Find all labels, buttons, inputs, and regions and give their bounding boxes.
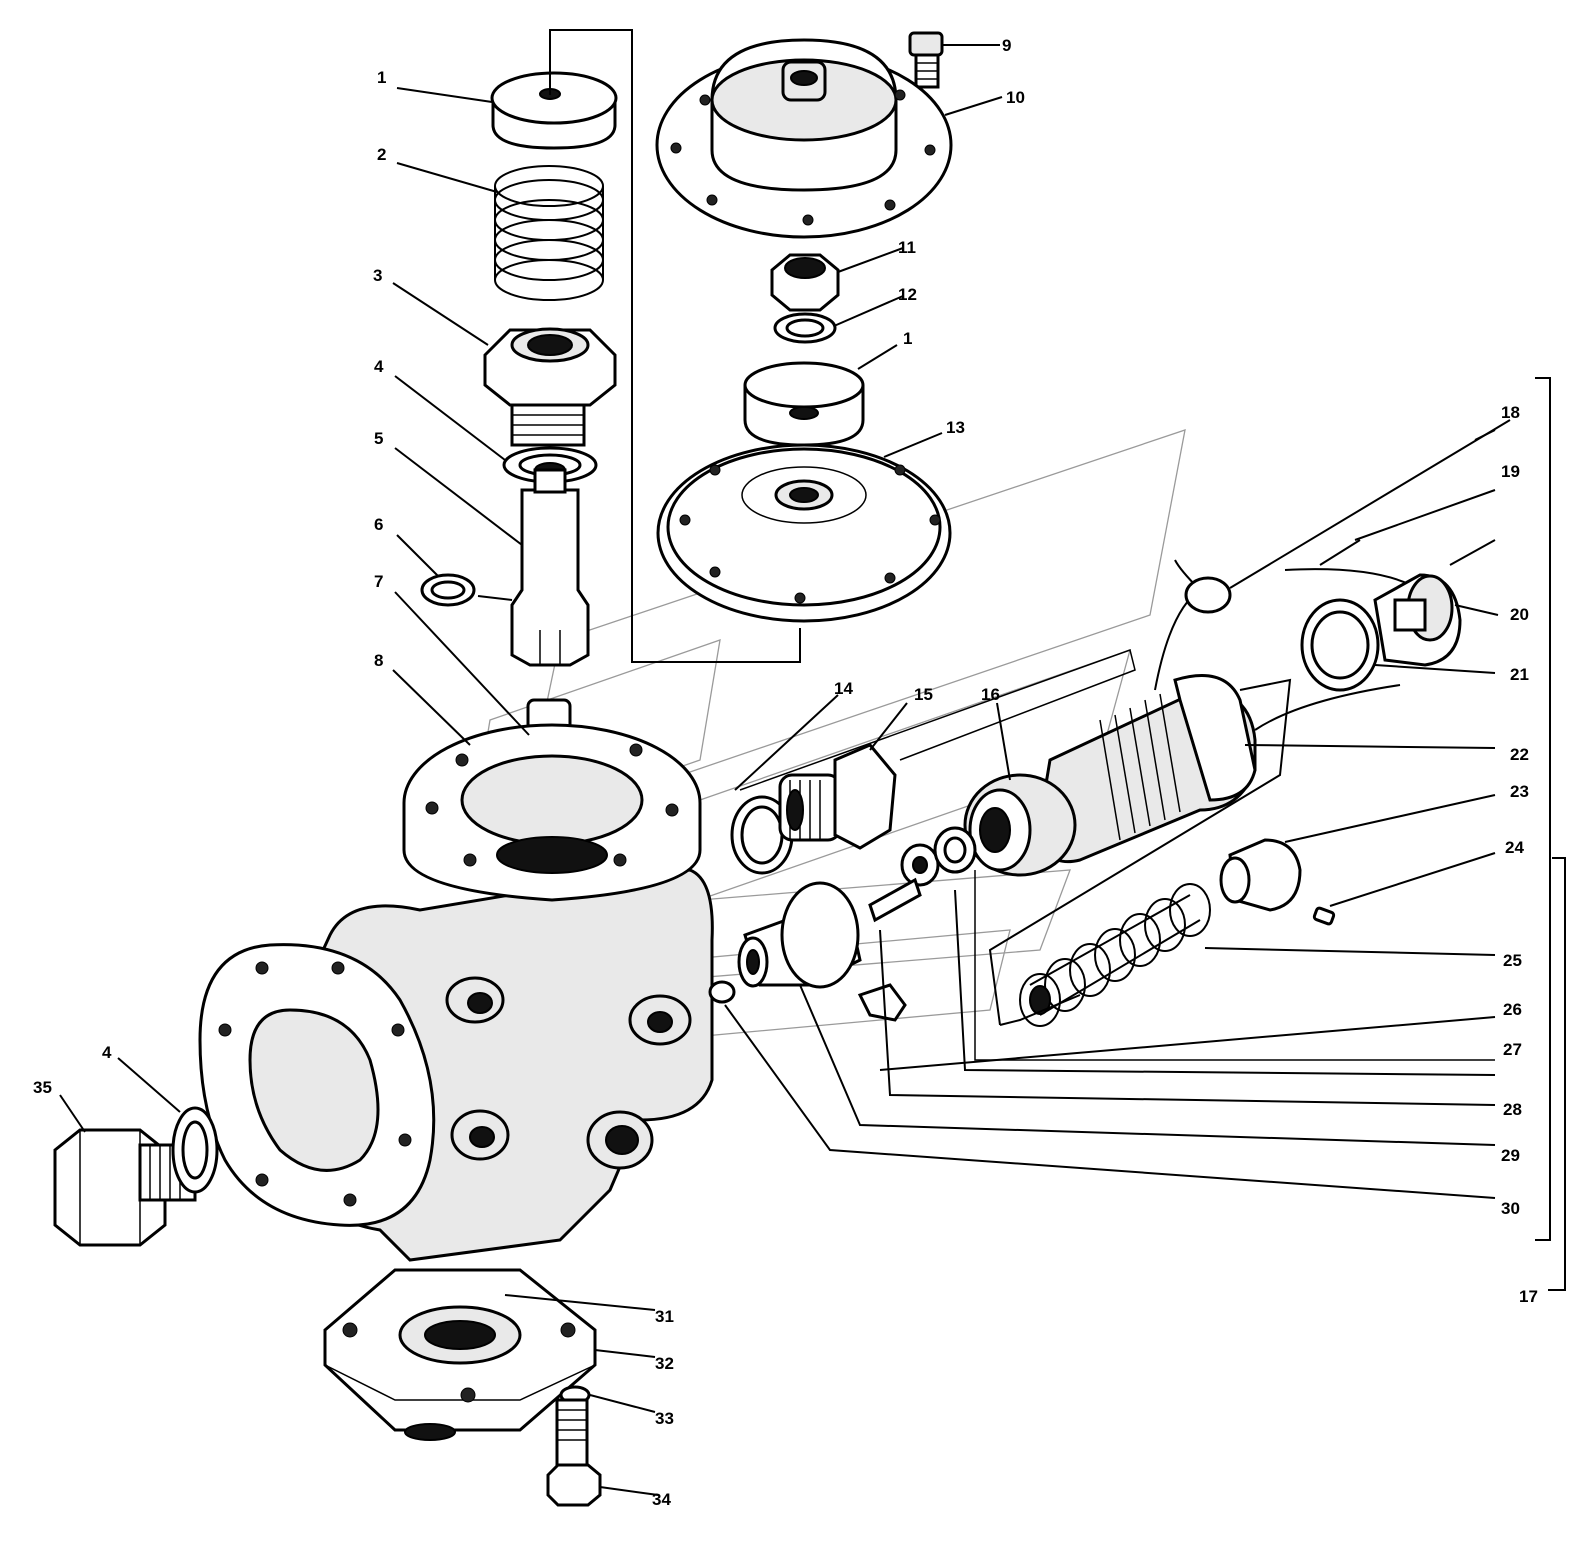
callout-20: 20	[1510, 605, 1529, 624]
part-cup-1b	[743, 361, 865, 447]
part-nut-11	[770, 253, 840, 312]
callout-32: 32	[655, 1354, 674, 1373]
callout-35: 35	[33, 1078, 52, 1097]
callout-7: 7	[374, 572, 383, 591]
part-pin-28	[868, 877, 922, 923]
callout-17: 17	[1519, 1287, 1538, 1306]
part-bolt-34	[546, 1398, 602, 1507]
callout-15: 15	[914, 685, 933, 704]
callout-28: 28	[1503, 1100, 1522, 1119]
part-pin-24	[1312, 906, 1336, 926]
part-spring-25	[1019, 883, 1211, 1027]
callout-8: 8	[374, 651, 383, 670]
part-stem-5	[510, 462, 590, 667]
callout-14: 14	[834, 679, 853, 698]
part-cap-1	[490, 71, 618, 150]
subassembly-box-a	[988, 678, 1292, 1026]
part-washer-12	[773, 312, 837, 344]
callout-1: 1	[377, 68, 386, 87]
part-cap-20	[1373, 573, 1462, 667]
subassembly-box-b	[999, 994, 1081, 1026]
callout-3: 3	[373, 266, 382, 285]
callout-4b: 4	[102, 1043, 112, 1062]
part-piston-29	[737, 881, 862, 989]
callout-1b: 1	[903, 329, 912, 348]
callout-10: 10	[1006, 88, 1025, 107]
callout-16: 16	[981, 685, 1000, 704]
part-bush-26	[857, 983, 907, 1022]
callout-2: 2	[377, 145, 386, 164]
part-plug-30	[708, 980, 736, 1004]
callout-30: 30	[1501, 1199, 1520, 1218]
part-valve-body-16	[963, 674, 1257, 877]
part-nut-23	[1219, 838, 1302, 912]
subassembly-box-d	[974, 870, 1495, 1061]
callout-24: 24	[1505, 838, 1524, 857]
callout-21: 21	[1510, 665, 1529, 684]
callout-6: 6	[374, 515, 383, 534]
part-seat-27	[900, 826, 977, 887]
callout-18: 18	[1501, 403, 1520, 422]
part-diaphragm-13	[656, 443, 952, 623]
part-washer-4b	[171, 1106, 219, 1194]
part-screw-9	[908, 31, 944, 89]
callout-5: 5	[374, 429, 383, 448]
part-housing-8	[198, 723, 714, 1262]
callout-25: 25	[1503, 951, 1522, 970]
callout-12: 12	[898, 285, 917, 304]
part-cover-10	[655, 38, 953, 239]
part-ring-6	[420, 573, 513, 607]
callout-22: 22	[1510, 745, 1529, 764]
group-bracket-17-upper	[1535, 377, 1551, 1241]
part-nut-3	[483, 327, 617, 447]
subassembly-box-c	[739, 649, 1136, 791]
part-gasket-21	[1300, 598, 1380, 692]
callout-13: 13	[946, 418, 965, 437]
callout-34: 34	[652, 1490, 671, 1509]
part-tag-18	[1154, 419, 1511, 691]
callout-9: 9	[1002, 36, 1011, 55]
callout-27: 27	[1503, 1040, 1522, 1059]
assembly-bracket-1-13	[549, 29, 801, 663]
callout-29: 29	[1501, 1146, 1520, 1165]
callout-4: 4	[374, 357, 384, 376]
callout-labels: 1 2 3 4 5 6 7 8 9 10 11 12 1 13 14 15 16…	[33, 36, 1538, 1509]
part-spring-2	[494, 165, 604, 301]
callout-11: 11	[898, 238, 916, 257]
part-flange-32	[323, 1268, 597, 1441]
group-bracket-17-lower	[1548, 857, 1566, 1291]
part-fitting-15	[778, 743, 897, 850]
callout-31: 31	[655, 1307, 674, 1326]
leader-lines	[59, 44, 1499, 1496]
callout-26: 26	[1503, 1000, 1522, 1019]
callout-23: 23	[1510, 782, 1529, 801]
callout-33: 33	[655, 1409, 674, 1428]
callout-19: 19	[1501, 462, 1520, 481]
